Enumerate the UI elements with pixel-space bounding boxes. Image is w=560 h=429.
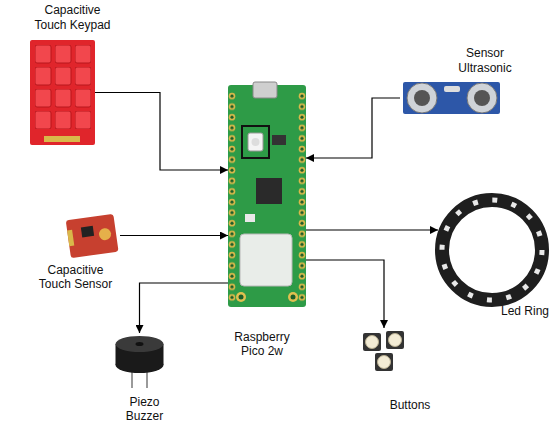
led-ring: Led Ring xyxy=(438,196,546,304)
pico-board: Raspberry Pico 2w xyxy=(228,85,306,307)
wireless-module xyxy=(240,234,292,286)
keypad-pins xyxy=(44,136,80,142)
pico-board xyxy=(228,85,306,307)
buzzer-top xyxy=(116,336,164,352)
keypad-board xyxy=(30,40,95,145)
crystal xyxy=(444,86,460,92)
keypad-module: Capacitive Touch Keypad xyxy=(30,40,95,145)
touch-pins xyxy=(67,230,74,247)
bootsel-cap xyxy=(252,138,260,146)
component-label: Piezo Buzzer xyxy=(122,395,167,424)
transducer xyxy=(474,90,490,106)
transducer xyxy=(407,83,437,113)
component-label: Capacitive Touch Keypad xyxy=(28,3,118,32)
component-label: Buttons xyxy=(390,398,431,412)
chip xyxy=(245,214,255,222)
connector-arrow xyxy=(95,93,228,171)
buzzer-picture xyxy=(116,336,164,388)
ring-leds xyxy=(442,200,542,300)
pico-pins-left xyxy=(228,92,236,304)
usb-connector xyxy=(253,82,277,98)
led-ring-picture xyxy=(442,200,542,300)
transducer xyxy=(414,90,430,106)
pico-pins-right xyxy=(298,92,306,304)
connectors xyxy=(95,93,438,334)
bootsel-frame xyxy=(242,126,269,158)
mount-hole xyxy=(288,292,298,302)
keypad-picture xyxy=(30,40,95,145)
button-cap xyxy=(378,356,391,369)
button-base xyxy=(375,353,393,371)
connector-arrow xyxy=(306,98,400,158)
mount-hole xyxy=(239,295,244,300)
touch-sensor-picture xyxy=(66,214,119,258)
component-label: Capacitive Touch Sensor xyxy=(33,263,118,292)
ring-board xyxy=(442,200,542,300)
touch-module: Capacitive Touch Sensor xyxy=(65,213,120,258)
component-label: Sensor Ultrasonic xyxy=(450,46,520,75)
buttons-module: Buttons xyxy=(358,328,410,376)
connector-arrow xyxy=(306,229,438,230)
button-base xyxy=(386,331,404,349)
mount-hole xyxy=(236,292,246,302)
mount-hole xyxy=(291,295,296,300)
bootsel-button xyxy=(248,133,263,151)
ultrasonic-picture xyxy=(403,82,500,114)
touch-chip xyxy=(81,226,94,238)
connector-arrow xyxy=(140,283,229,333)
main-chip xyxy=(256,178,282,204)
button-cap xyxy=(366,336,379,349)
button-cap xyxy=(389,334,402,347)
transducer xyxy=(467,83,497,113)
buzzer-hole xyxy=(136,342,144,346)
ultrasonic-board xyxy=(403,82,500,114)
keypad-pads xyxy=(35,45,91,129)
buttons-picture xyxy=(363,331,404,371)
component-label: Raspberry Pico 2w xyxy=(227,330,297,359)
ultrasonic-module: Sensor Ultrasonic xyxy=(400,80,500,116)
component-label: Led Ring xyxy=(501,304,549,318)
chip xyxy=(272,135,286,145)
connector-arrow xyxy=(120,235,228,236)
touch-pad xyxy=(98,227,112,241)
button-base xyxy=(363,333,381,351)
touch-board xyxy=(66,214,119,258)
pico-picture xyxy=(228,82,306,307)
piezo-buzzer: Piezo Buzzer xyxy=(112,333,167,388)
connector-arrow xyxy=(306,260,384,328)
